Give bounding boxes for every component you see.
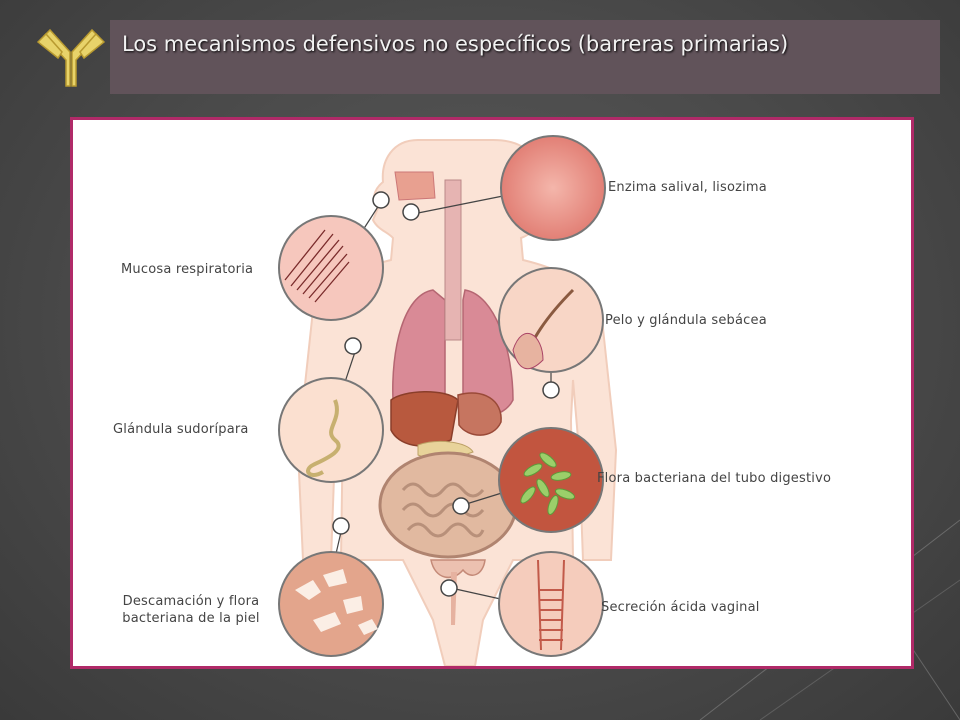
stomach [457, 392, 502, 436]
figure-frame: Enzima salival, lisozima Mucosa respirat… [70, 117, 914, 669]
title-bar: Los mecanismos defensivos no específicos… [110, 20, 940, 94]
label-descamacion: Descamación y flora bacteriana de la pie… [103, 593, 279, 627]
sebaceous-gland [512, 332, 544, 370]
label-enzima-salival: Enzima salival, lisozima [608, 180, 767, 195]
nasal-cavity [394, 171, 436, 201]
skin-flakes [295, 569, 378, 635]
sweat-gland-coil [306, 399, 341, 477]
label-flora-bacteriana: Flora bacteriana del tubo digestivo [597, 471, 832, 486]
body-illustration [278, 135, 618, 666]
label-descamacion-line1: Descamación y flora [122, 594, 260, 609]
detail-vaginal [498, 551, 604, 657]
vaginal-wall [537, 559, 565, 651]
liver [390, 391, 459, 447]
respiratory-cilia [284, 229, 350, 303]
label-secrecion-vaginal: Secreción ácida vaginal [601, 600, 760, 615]
antibody-icon [36, 28, 106, 87]
label-pelo-glandula: Pelo y glándula sebácea [605, 313, 767, 328]
detail-respiratory-mucosa [278, 215, 384, 321]
detail-saliva [500, 135, 606, 241]
slide-title: Los mecanismos defensivos no específicos… [122, 32, 789, 56]
uterus [430, 559, 486, 579]
label-descamacion-line2: bacteriana de la piel [122, 611, 260, 626]
gut-bacteria [520, 452, 575, 515]
trachea [444, 179, 462, 341]
label-glandula-sudoripara: Glándula sudorípara [113, 422, 249, 437]
detail-gut-flora [498, 427, 604, 533]
label-mucosa-respiratoria: Mucosa respiratoria [121, 262, 254, 277]
detail-skin-flora [278, 551, 384, 657]
small-intestine [401, 482, 485, 538]
